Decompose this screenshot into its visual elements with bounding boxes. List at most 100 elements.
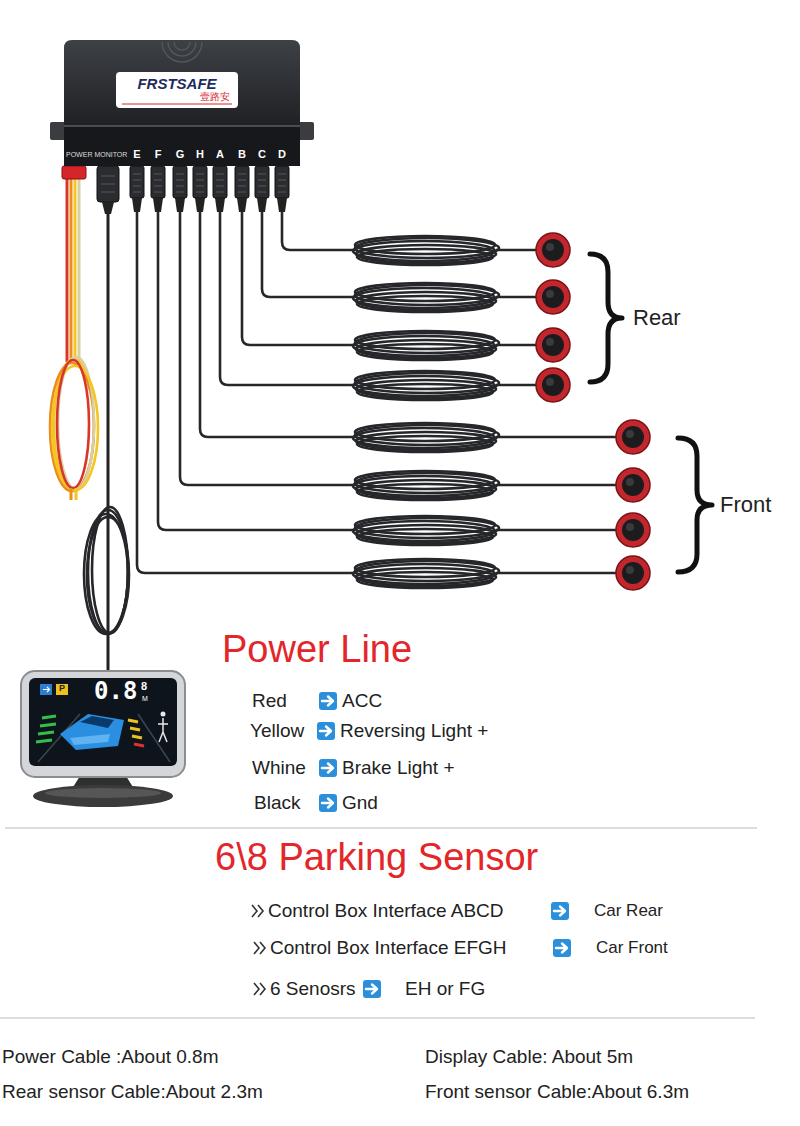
install-target: Car Front (596, 938, 668, 958)
port-label: C (256, 148, 268, 161)
power-cable (54, 359, 94, 491)
section-heading: 6\8 Parking Sensor (215, 836, 538, 880)
display-body (43, 687, 50, 692)
cable-coil (353, 236, 499, 265)
arrow-icon (319, 794, 337, 812)
sensor (536, 233, 650, 590)
brand-chinese: 壹路安 (116, 91, 230, 103)
display-icon: P (56, 683, 68, 693)
unit-label: M (142, 695, 148, 703)
sensor (536, 368, 570, 402)
sensor (616, 468, 650, 502)
display-body (60, 714, 124, 750)
sensor-wire (158, 212, 616, 530)
display-body (134, 744, 144, 746)
group-label: Front (720, 492, 771, 517)
power-cable (78, 178, 81, 362)
sensor-plug (193, 166, 207, 212)
port-label: E (131, 148, 143, 161)
power-cable (58, 357, 94, 489)
cable-coil (353, 371, 499, 400)
sensor-plug (235, 166, 249, 212)
install-note: 6 Senosrs (270, 978, 356, 1000)
wire-target: Gnd (342, 792, 378, 814)
control-box-body (122, 104, 232, 105)
arrow-icon (322, 697, 333, 706)
display-body (161, 712, 166, 717)
port-label: A (214, 148, 226, 161)
power-cable (62, 166, 86, 179)
display-stand (45, 788, 161, 798)
arrow-icon (320, 727, 331, 736)
arrow-icon (551, 902, 569, 920)
display-plug (102, 202, 114, 214)
display-stand (33, 785, 173, 807)
power-cable (74, 178, 77, 362)
display-cable-coil (88, 510, 128, 634)
section-heading: Power Line (222, 628, 412, 672)
divider (0, 1017, 755, 1019)
power-cable (57, 360, 89, 488)
sensor (536, 280, 570, 314)
cable-coil (353, 236, 499, 588)
control-box: FRSTSAFE壹路安POWER MONITOREFGHABCD (62, 38, 302, 166)
install-target: Car Rear (594, 901, 663, 921)
arrow-icon (552, 938, 572, 958)
display-plug (101, 176, 115, 192)
arrow-icon (318, 691, 338, 711)
spec-note: Front sensor Cable:About 6.3m (425, 1081, 689, 1103)
control-box-body (116, 72, 238, 108)
display-body (40, 684, 52, 695)
arrow-icon (316, 721, 336, 741)
sensor-plug (275, 166, 289, 212)
bullet-chevron (254, 942, 265, 954)
power-cable (70, 178, 73, 362)
arrow-icon (553, 939, 571, 957)
power-cable (70, 488, 73, 500)
display-cable (107, 166, 110, 670)
sensor-plug (130, 166, 289, 212)
sensor-plug (151, 166, 165, 212)
power-cable (52, 366, 98, 490)
port-label: F (152, 148, 164, 161)
display-cable-coil (84, 507, 129, 634)
arrow-icon (362, 979, 382, 999)
display-body (56, 684, 68, 695)
cable-coil (353, 423, 499, 452)
sensor-wire (282, 212, 536, 250)
arrow-icon (322, 764, 333, 773)
bullet-chevron (252, 905, 265, 995)
display-body (38, 714, 170, 762)
display-cable-coil (84, 514, 128, 634)
port-label: B (236, 148, 248, 161)
power-cable (50, 357, 98, 491)
wire-color: Whine (252, 757, 306, 779)
divider (0, 828, 757, 1018)
power-cable (75, 488, 78, 500)
port-label: H (194, 148, 206, 161)
sensor-wire (242, 212, 536, 345)
wire-target: ACC (342, 690, 382, 712)
sensor (616, 420, 650, 454)
arrow-icon (317, 722, 335, 740)
spec-note: Power Cable :About 0.8m (2, 1046, 219, 1068)
bracket (590, 254, 622, 382)
wire-target: Brake Light + (342, 757, 455, 779)
display-body (36, 716, 56, 742)
control-box-body (64, 126, 300, 166)
sensor-wire (180, 212, 616, 485)
install-note: Control Box Interface EFGH (270, 937, 507, 959)
sensor-wire (137, 212, 616, 573)
display-body (158, 718, 168, 742)
bracket (590, 254, 712, 572)
display-monitor: P0.88M (20, 670, 186, 778)
sensor-wire (262, 212, 536, 297)
arrow-icon (318, 793, 338, 813)
cable-coil (353, 331, 499, 360)
display-stand (70, 776, 136, 792)
display-cable-coil (92, 507, 128, 633)
power-cable (66, 178, 69, 362)
wire-color: Red (252, 690, 287, 712)
sensor (616, 513, 650, 547)
power-cable (50, 166, 98, 500)
